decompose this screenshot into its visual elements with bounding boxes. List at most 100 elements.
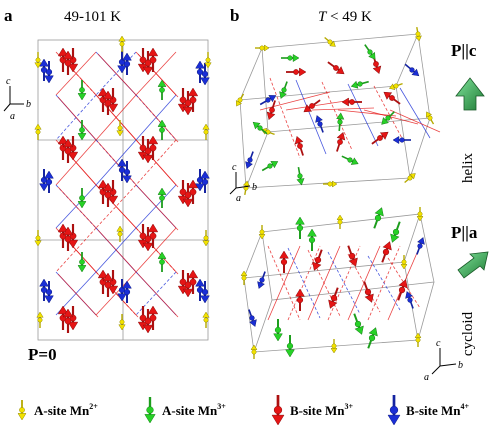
b-site-mn3-spin <box>67 224 79 249</box>
a-site-mn2-spin <box>118 314 126 331</box>
b-site-mn3-spin <box>187 179 199 204</box>
legend-item-a-site-mn2: A-site Mn2+ <box>17 400 98 421</box>
a-site-mn2-spin <box>414 332 422 347</box>
a-site-mn2-spin <box>324 36 336 47</box>
b-site-mn3-spin <box>67 306 79 331</box>
b-site-mn4-spin <box>416 237 425 255</box>
panel-a-letter: a <box>4 6 13 25</box>
panel-b-bottom-crystal <box>240 207 435 359</box>
b-site-mn3-spin <box>57 223 69 248</box>
a-site-mn2-spin <box>36 311 44 328</box>
b-site-mn3-spin <box>347 245 358 267</box>
a-site-mn2-spin <box>240 270 248 285</box>
b-site-mn4-spin <box>315 115 324 133</box>
a-site-mn2-spin <box>204 52 212 69</box>
a-site-mn3-spin <box>280 53 300 63</box>
a-site-mn2-spin <box>258 225 266 240</box>
legend-item-b-site-mn3: B-site Mn3+ <box>271 395 354 426</box>
a-site-mn3-spin <box>285 335 295 358</box>
b-site-mn4-spin <box>248 309 257 327</box>
cycloid-label: cycloid <box>460 311 476 356</box>
b-site-mn4-spin <box>245 151 254 169</box>
b-site-mn3-spin <box>182 273 194 298</box>
a-site-mn3-spin <box>373 207 384 229</box>
b-site-mn4-spin <box>259 95 277 106</box>
a-site-mn3-spin <box>157 251 167 272</box>
b-site-mn4-spin <box>200 63 210 86</box>
a-site-mn2-spin <box>202 230 210 247</box>
b-site-mn3-spin <box>147 223 159 248</box>
polarization-a-label: P||a <box>451 223 478 242</box>
b-site-mn3-spin <box>312 249 323 271</box>
panel-b-bottom-axis-c: c <box>436 338 441 349</box>
a-site-mn2-spin <box>400 255 408 270</box>
b-site-mn3-spin <box>102 272 114 297</box>
a-site-mn2-spin <box>388 82 403 90</box>
panel-b-bottom-axis-a: a <box>424 372 429 383</box>
b-site-mn3-spin <box>142 51 154 76</box>
a-site-mn2-spin <box>254 44 270 52</box>
b-site-mn3-spin <box>182 183 194 208</box>
b-site-mn4-spin <box>404 63 420 77</box>
panel-a-temperature: 49-101 K <box>64 9 121 25</box>
legend-label: A-site Mn3+ <box>162 402 226 418</box>
red-down-arrow-icon <box>271 395 285 426</box>
b-site-mn3-spin <box>327 61 345 75</box>
blue-down-arrow-icon <box>387 395 401 426</box>
a-site-mn2-spin <box>336 214 344 229</box>
b-site-mn3-spin <box>57 47 69 72</box>
b-site-mn4-spin <box>39 278 49 301</box>
b-site-mn3-spin <box>177 88 189 113</box>
a-site-mn3-spin <box>307 228 317 251</box>
b-site-mn3-spin <box>97 269 109 294</box>
b-site-mn3-spin <box>67 48 79 73</box>
panel-b-top-bonds <box>259 77 441 159</box>
b-site-mn4-spin <box>405 291 414 309</box>
a-site-mn3-spin <box>296 166 305 186</box>
panel-a-axis-triad <box>3 86 24 112</box>
b-site-mn3-spin <box>62 308 74 333</box>
b-site-mn3-spin <box>295 288 305 311</box>
b-site-mn3-spin <box>371 131 389 145</box>
b-site-mn3-spin <box>142 309 154 334</box>
b-site-mn4-spin <box>200 281 210 304</box>
polarization-c-label: P||c <box>451 41 477 60</box>
b-site-mn4-spin <box>195 278 205 301</box>
b-site-mn3-spin <box>187 269 199 294</box>
b-site-mn3-spin <box>187 87 199 112</box>
a-site-mn2-spin <box>250 344 258 359</box>
temperature-symbol: T <box>318 9 328 25</box>
a-site-mn3-spin <box>77 80 87 101</box>
panel-b-letter: b <box>230 6 239 25</box>
b-site-mn3-spin <box>279 250 289 273</box>
a-site-mn3-spin <box>77 252 87 273</box>
b-site-mn3-spin <box>336 132 346 152</box>
panel-b-bottom-spins <box>240 207 425 359</box>
a-site-mn2-spin <box>34 52 42 69</box>
helix-label: helix <box>460 153 476 183</box>
polarization-diagonal-arrow-icon <box>457 251 489 279</box>
b-site-mn3-spin <box>57 305 69 330</box>
b-site-mn3-spin <box>147 135 159 160</box>
b-site-mn3-spin <box>363 281 374 303</box>
b-site-mn3-spin <box>147 47 159 72</box>
b-site-mn3-spin <box>266 100 276 120</box>
b-site-mn4-spin <box>200 170 210 193</box>
legend-spin-glyph <box>144 397 156 424</box>
panel-b-top-spins <box>235 26 435 196</box>
a-site-mn2-spin <box>116 225 124 242</box>
a-site-mn3-spin <box>367 327 378 349</box>
legend-spin-glyph <box>387 395 401 426</box>
b-site-mn4-spin <box>44 170 54 193</box>
panel-a-bonds <box>55 51 179 318</box>
b-site-mn4-spin <box>44 281 54 304</box>
a-site-mn2-spin <box>235 93 245 107</box>
panel-b-bottom-axis-triad <box>431 348 457 375</box>
a-site-mn2-spin <box>118 35 126 52</box>
a-site-mn3-spin <box>350 80 369 89</box>
panel-b-top-axis-c: c <box>232 162 237 173</box>
b-site-mn4-spin <box>122 161 132 184</box>
a-site-mn2-spin <box>404 173 416 184</box>
legend-item-a-site-mn3: A-site Mn3+ <box>144 397 226 424</box>
a-site-mn3-spin <box>353 313 364 335</box>
